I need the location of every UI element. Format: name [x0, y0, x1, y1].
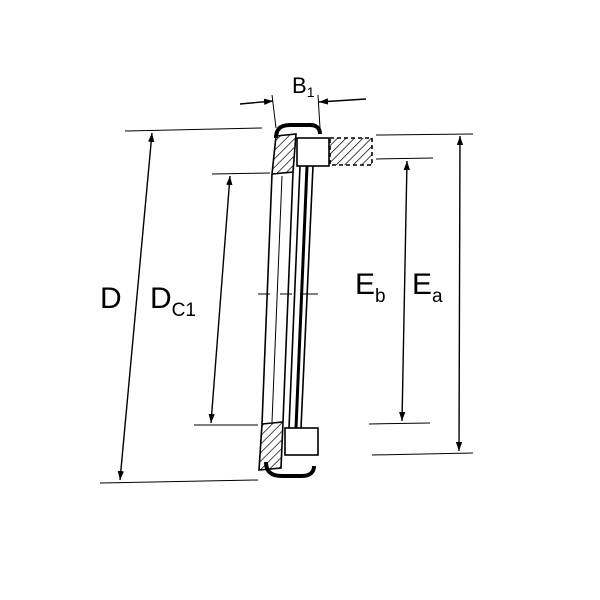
- cage-inner-edge: [300, 165, 314, 429]
- ext-dc1-top: [211, 172, 271, 175]
- dim-b1-left-arrow: [239, 98, 274, 105]
- label-dc1: DC1: [150, 282, 196, 321]
- cage-clip-top: [274, 123, 322, 139]
- ext-eb-top: [375, 157, 434, 160]
- washer-mid-edge: [271, 175, 283, 423]
- label-dc1-sub: C1: [172, 300, 196, 321]
- label-ea-main: E: [412, 268, 432, 301]
- ext-d-bottom: [99, 479, 259, 484]
- cage-outer-edge: [288, 165, 301, 429]
- ext-d-top: [124, 127, 263, 132]
- housing-washer-section: [329, 137, 373, 166]
- bearing-body: [258, 123, 373, 478]
- ext-b1-right: [317, 94, 321, 129]
- ext-eb-bottom: [368, 422, 431, 425]
- ext-ea-top: [375, 133, 474, 136]
- dim-d: [117, 132, 155, 481]
- dim-b1-right-arrow: [318, 98, 367, 105]
- dimension-lines: [117, 98, 464, 481]
- label-dc1-main: D: [150, 282, 172, 315]
- label-ea-sub: a: [432, 286, 443, 307]
- washer-outer-edge: [261, 173, 273, 425]
- washer-bottom-section: [258, 421, 284, 471]
- extension-lines: [99, 94, 474, 484]
- label-eb-main: E: [355, 268, 375, 301]
- washer-inner-edge: [282, 171, 294, 423]
- label-ea: Ea: [412, 268, 443, 307]
- label-b1-sub: 1: [307, 84, 315, 100]
- label-d: D: [100, 282, 122, 315]
- roller-top: [296, 137, 330, 167]
- ext-ea-bottom: [371, 452, 474, 456]
- dim-eb: [399, 160, 410, 422]
- washer-top-section: [271, 133, 297, 175]
- dim-dc1: [208, 175, 233, 424]
- label-b1: B1: [292, 73, 315, 100]
- ext-b1-left: [271, 94, 277, 129]
- label-eb: Eb: [355, 268, 386, 307]
- label-eb-sub: b: [375, 286, 386, 307]
- cage-web: [294, 165, 309, 429]
- label-b1-main: B: [292, 73, 307, 98]
- dim-ea: [455, 135, 464, 452]
- roller-bottom: [284, 427, 319, 456]
